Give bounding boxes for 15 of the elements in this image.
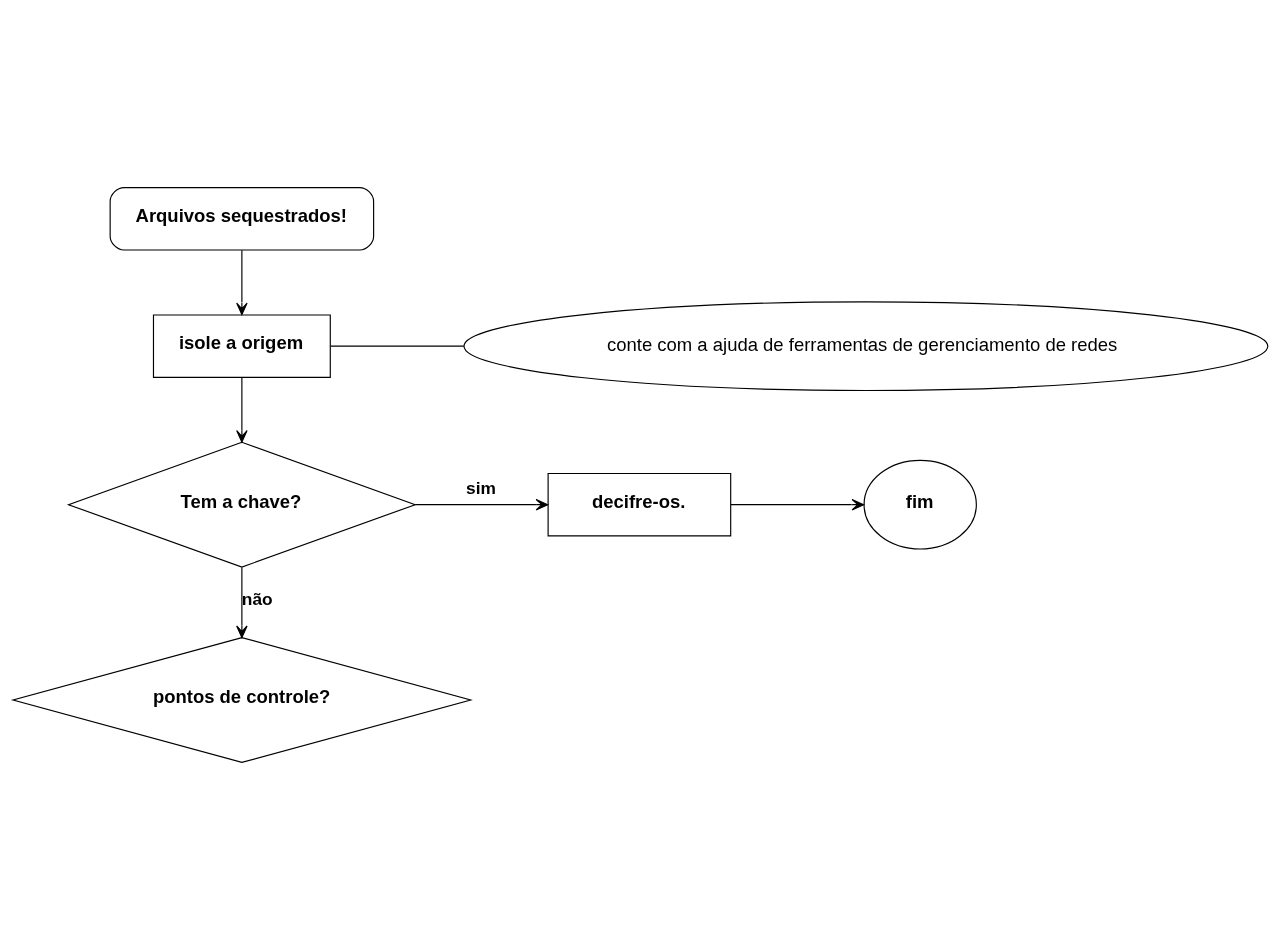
edge-label: sim: [466, 478, 496, 499]
edge-label: não: [241, 589, 273, 610]
node-diamond: pontos de controle?: [10, 636, 473, 763]
node-ellipse: conte com a ajuda de ferramentas de gerenciamento de redes: [463, 301, 1269, 392]
arrow: [236, 249, 248, 316]
node-diamond: Tem a chave?: [66, 441, 417, 568]
node-box: decifre-os.: [547, 472, 732, 537]
arrow: [414, 498, 549, 511]
arrow: [236, 376, 248, 443]
arrow: [730, 498, 865, 511]
arrow: [236, 566, 248, 639]
node-ellipse: fim: [863, 459, 977, 550]
connector: [329, 345, 465, 347]
node-box: Arquivos sequestrados!: [109, 187, 375, 251]
node-box: isole a origem: [152, 314, 331, 378]
